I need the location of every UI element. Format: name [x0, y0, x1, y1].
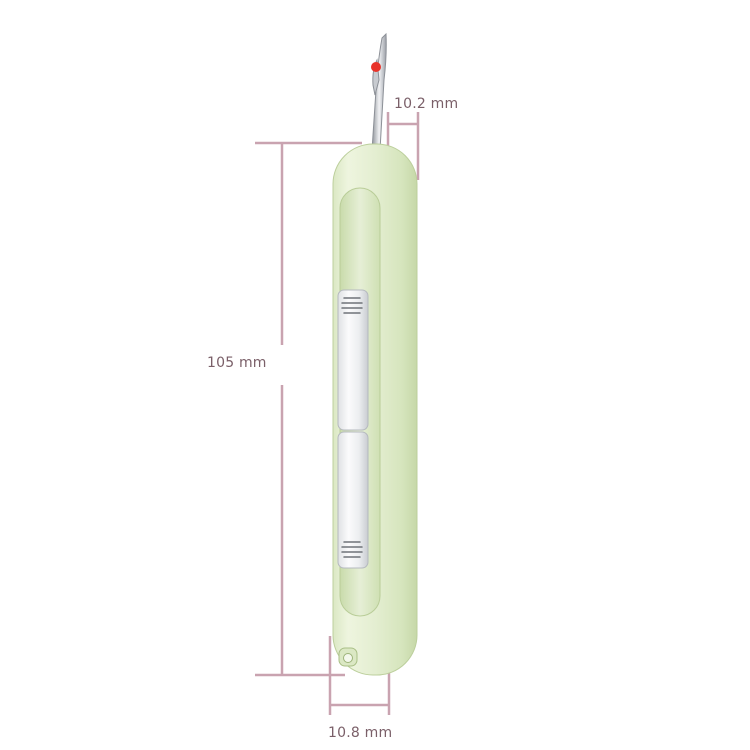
tip-width-dimension	[386, 112, 420, 180]
slider-window-upper	[337, 289, 369, 431]
tip-width-dimension-label: 10.2 mm	[394, 96, 459, 112]
height-dimension-label: 105 mm	[207, 355, 267, 371]
base-width-dimension-label: 10.8 mm	[328, 725, 393, 741]
handle-body	[332, 143, 418, 676]
seam-ripper-tip	[371, 32, 387, 151]
upper-grip-ridges	[341, 297, 363, 314]
lower-grip-ridges	[341, 541, 363, 558]
lanyard-loop	[338, 647, 358, 667]
red-ball-tip-icon	[371, 62, 381, 72]
slider-window-lower	[337, 431, 369, 569]
